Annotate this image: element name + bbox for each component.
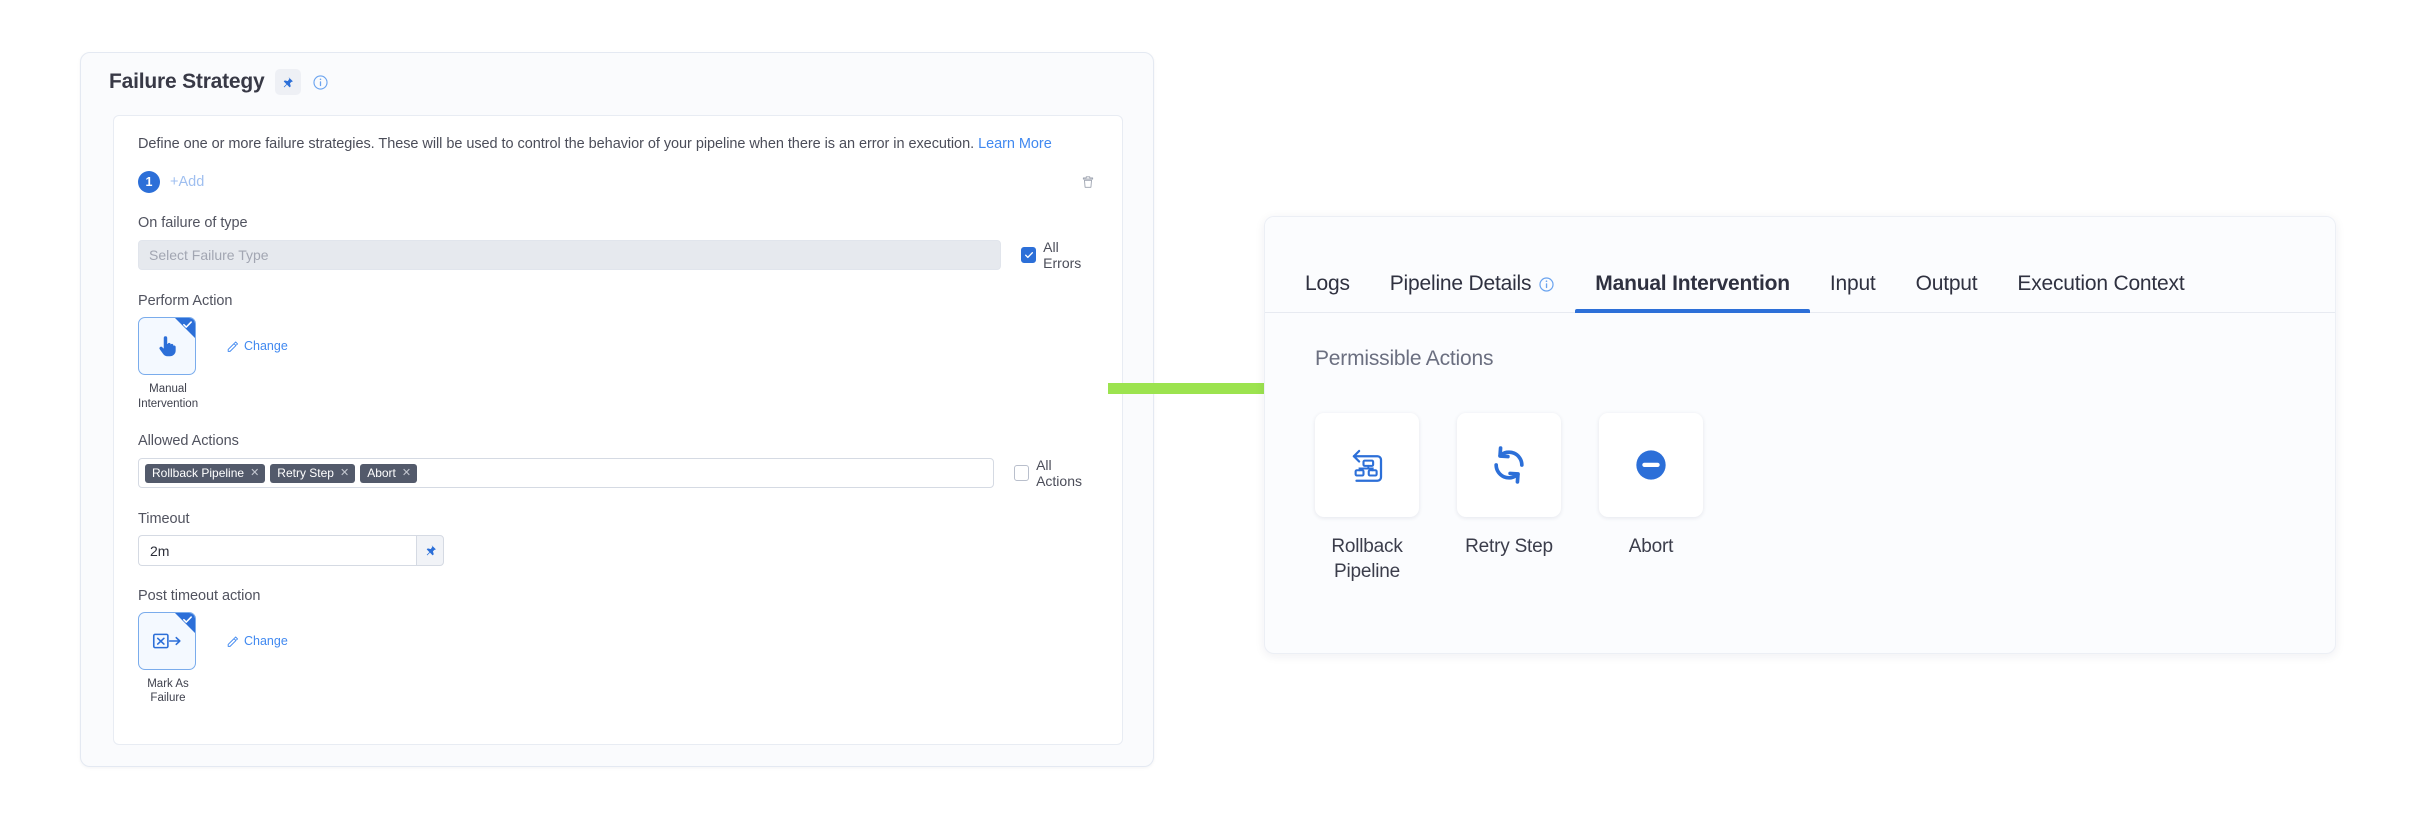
info-icon[interactable] <box>1538 276 1555 293</box>
post-timeout-change-button[interactable]: Change <box>226 634 288 648</box>
timeout-row: 2m <box>138 535 444 567</box>
action-abort[interactable]: Abort <box>1599 413 1703 584</box>
post-timeout-card-wrap: Mark As Failure <box>138 612 198 706</box>
perform-action-card-wrap: Manual Intervention <box>138 317 198 411</box>
tag-remove-icon[interactable]: ✕ <box>250 466 260 479</box>
tab-execution-context[interactable]: Execution Context <box>1997 272 2204 312</box>
post-timeout-action-label: Post timeout action <box>138 588 261 605</box>
failure-type-placeholder: Select Failure Type <box>149 247 269 264</box>
strategy-index-badge[interactable]: 1 <box>138 171 160 194</box>
delete-strategy-button[interactable] <box>1078 172 1098 192</box>
tag-label: Rollback Pipeline <box>152 466 245 481</box>
permissible-actions-list: Rollback Pipeline Retry Step <box>1315 413 2335 584</box>
failure-strategy-header: Failure Strategy <box>81 53 1153 107</box>
tab-label: Output <box>1915 272 1978 295</box>
action-label: Retry Step <box>1465 536 1553 557</box>
tag-chip[interactable]: Retry Step ✕ <box>270 463 356 483</box>
pin-icon <box>426 545 436 556</box>
rollback-pipeline-icon <box>1352 449 1383 482</box>
tab-label: Logs <box>1305 272 1350 295</box>
action-retry-step[interactable]: Retry Step <box>1457 413 1561 584</box>
tab-manual-intervention[interactable]: Manual Intervention <box>1575 272 1810 313</box>
action-rollback-pipeline[interactable]: Rollback Pipeline <box>1315 413 1419 584</box>
failure-strategy-panel: Failure Strategy Define one or more fail… <box>80 52 1154 767</box>
tab-input[interactable]: Input <box>1810 272 1896 312</box>
all-actions-checkbox-wrap[interactable]: All Actions <box>1013 457 1098 490</box>
description-text: Define one or more failure strategies. T… <box>138 134 1098 154</box>
corner-checkmark-icon <box>183 321 192 329</box>
action-card[interactable] <box>1599 413 1703 517</box>
perform-action-row: Manual Intervention Change <box>138 317 1098 411</box>
timeout-label: Timeout <box>138 511 190 528</box>
trash-icon <box>1082 176 1094 188</box>
all-actions-label: All Actions <box>1036 457 1082 490</box>
perform-action-change-label: Change <box>244 339 288 354</box>
mark-as-failure-caption: Mark As Failure <box>147 678 189 705</box>
tag-remove-icon[interactable]: ✕ <box>401 466 412 479</box>
tag-chip[interactable]: Rollback Pipeline ✕ <box>145 463 266 483</box>
corner-checkmark-icon <box>183 616 192 623</box>
action-card[interactable] <box>1457 413 1561 517</box>
permissible-actions-title: Permissible Actions <box>1315 347 1494 370</box>
info-icon[interactable] <box>311 72 331 92</box>
manual-intervention-content: Permissible Actions Rollback Pipel <box>1265 313 2335 584</box>
manual-intervention-card[interactable] <box>138 317 196 376</box>
allowed-actions-input[interactable]: Rollback Pipeline ✕ Retry Step ✕ Abort ✕ <box>138 458 994 489</box>
tab-pipeline-details[interactable]: Pipeline Details <box>1370 272 1576 312</box>
post-timeout-action-row: Mark As Failure Change <box>138 612 1098 706</box>
tab-label: Pipeline Details <box>1389 272 1532 295</box>
mark-as-failure-card[interactable] <box>138 612 196 671</box>
all-actions-checkbox[interactable] <box>1013 465 1030 482</box>
tab-label: Manual Intervention <box>1595 272 1790 295</box>
learn-more-link[interactable]: Learn More <box>978 136 1052 152</box>
retry-step-icon <box>1494 446 1524 484</box>
abort-icon <box>1636 450 1666 480</box>
timeout-input[interactable]: 2m <box>138 535 416 567</box>
tab-bar: Logs Pipeline Details Manual Interventio… <box>1265 217 2335 313</box>
allowed-actions-label: Allowed Actions <box>138 433 239 450</box>
add-strategy-button[interactable]: +Add <box>170 174 205 191</box>
hand-pointer-icon <box>159 336 176 357</box>
all-errors-label: All Errors <box>1043 239 1082 272</box>
manual-intervention-caption: Manual Intervention <box>138 383 199 410</box>
description-sentence: Define one or more failure strategies. T… <box>138 136 975 152</box>
action-card[interactable] <box>1315 413 1419 517</box>
action-label: Rollback Pipeline <box>1331 536 1403 582</box>
failure-strategy-body: Define one or more failure strategies. T… <box>113 115 1123 745</box>
tag-remove-icon[interactable]: ✕ <box>339 466 350 479</box>
on-failure-row: Select Failure Type All Errors <box>138 239 1098 271</box>
tag-label: Abort <box>367 466 396 481</box>
pin-button[interactable] <box>274 69 301 95</box>
execution-details-panel: Logs Pipeline Details Manual Interventio… <box>1264 216 2336 654</box>
all-errors-checkbox[interactable] <box>1020 247 1037 264</box>
timeout-pin-button[interactable] <box>416 535 444 567</box>
checkmark-icon <box>1024 252 1033 259</box>
tab-label: Execution Context <box>2017 272 2185 295</box>
tag-chip[interactable]: Abort ✕ <box>360 463 418 483</box>
page-title: Failure Strategy <box>109 70 265 93</box>
allowed-actions-row: Rollback Pipeline ✕ Retry Step ✕ Abort ✕ <box>138 457 1098 489</box>
mark-as-failure-icon <box>152 633 181 649</box>
pencil-icon <box>227 636 238 647</box>
perform-action-label: Perform Action <box>138 293 233 310</box>
tag-label: Retry Step <box>277 466 334 481</box>
tab-label: Input <box>1829 272 1876 295</box>
tab-logs[interactable]: Logs <box>1305 272 1370 312</box>
on-failure-label: On failure of type <box>138 215 248 232</box>
pin-icon <box>283 76 293 87</box>
failure-type-select[interactable]: Select Failure Type <box>138 240 1001 271</box>
all-errors-checkbox-wrap[interactable]: All Errors <box>1020 239 1098 272</box>
action-label: Abort <box>1628 536 1674 557</box>
tab-output[interactable]: Output <box>1896 272 1998 312</box>
strategy-add-row: 1 +Add <box>138 171 1098 194</box>
pencil-icon <box>227 341 238 352</box>
post-timeout-change-label: Change <box>244 634 288 649</box>
perform-action-change-button[interactable]: Change <box>226 339 288 353</box>
